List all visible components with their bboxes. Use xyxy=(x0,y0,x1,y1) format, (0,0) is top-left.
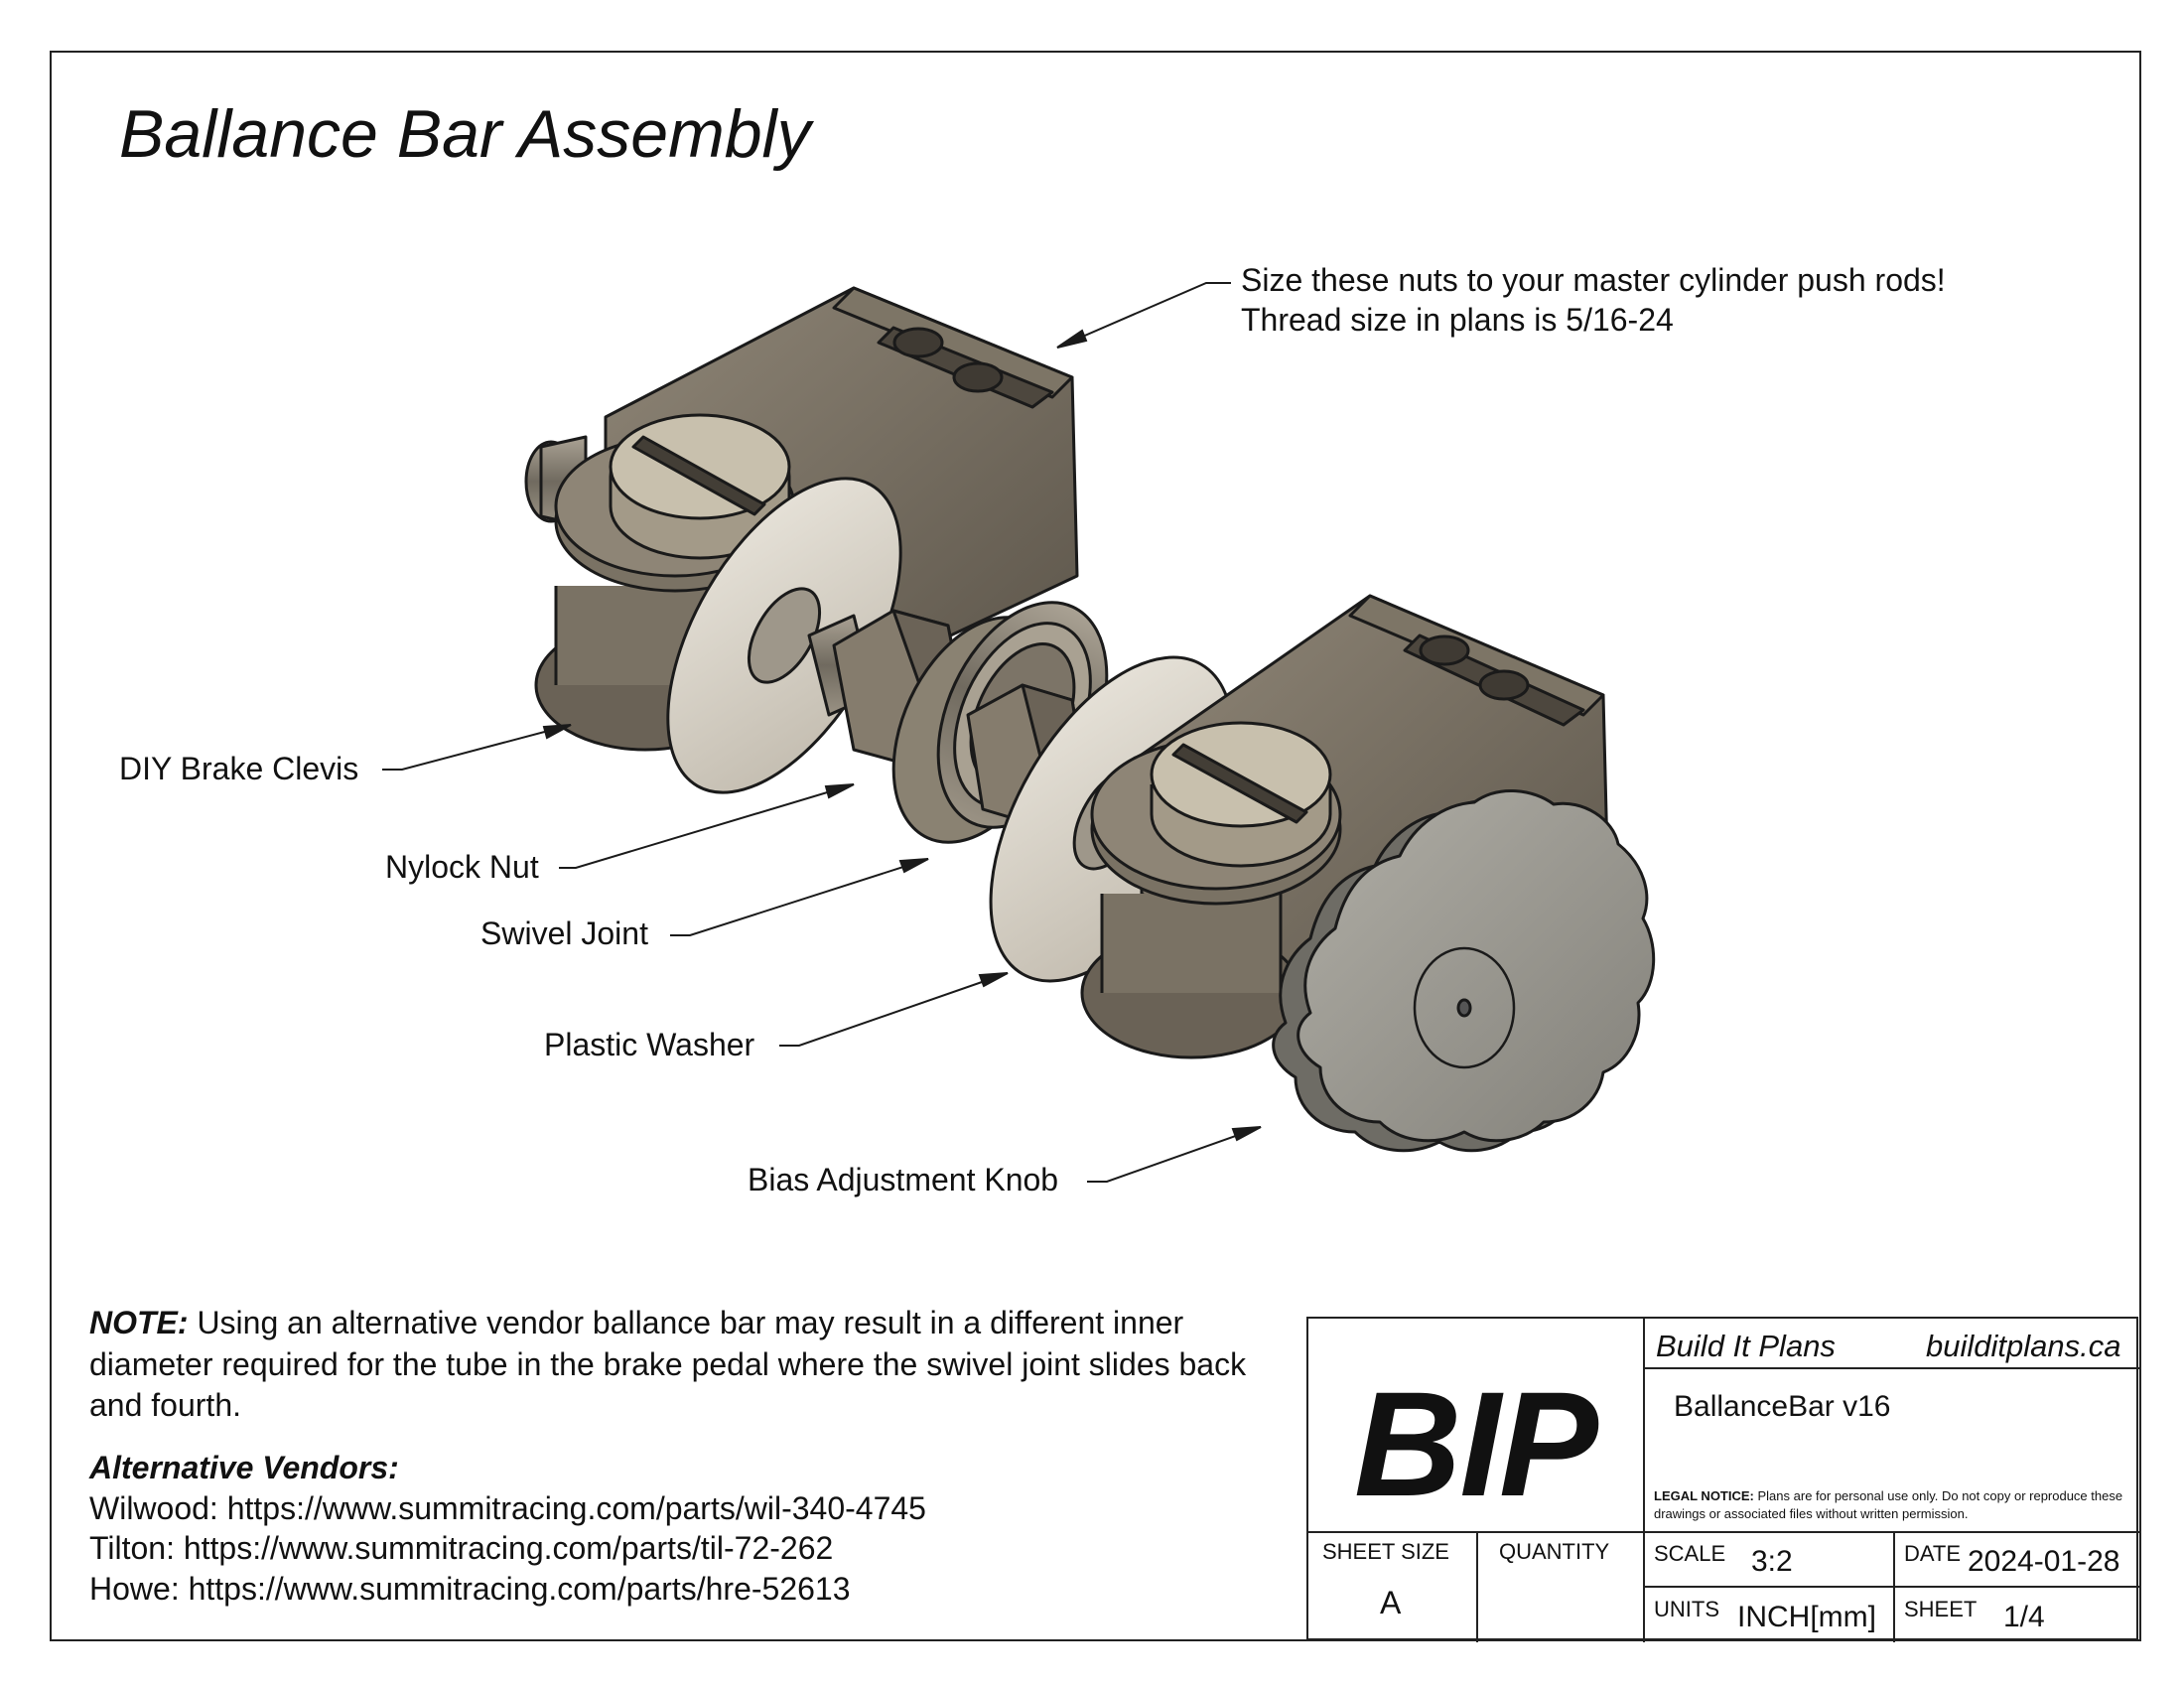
callout-nuts: Size these nuts to your master cylinder … xyxy=(1241,260,1946,340)
label-diy-brake-clevis: DIY Brake Clevis xyxy=(119,751,359,786)
callout-nuts-line1: Size these nuts to your master cylinder … xyxy=(1241,262,1946,298)
vendor-heading: Alternative Vendors: xyxy=(89,1450,399,1485)
vendor-item-wilwood: Wilwood: https://www.summitracing.com/pa… xyxy=(89,1489,926,1526)
vendor-item-tilton: Tilton: https://www.summitracing.com/par… xyxy=(89,1530,834,1567)
sheet-value: 1/4 xyxy=(2003,1601,2045,1633)
leader-washer xyxy=(779,972,1009,1047)
sheet-size-value: A xyxy=(1380,1585,1402,1620)
leader-clevis xyxy=(382,724,572,771)
label-nylock-nut: Nylock Nut xyxy=(385,849,539,885)
note-text: Using an alternative vendor ballance bar… xyxy=(89,1305,1247,1424)
title-block: BIP Build It Plans builditplans.ca Balla… xyxy=(1306,1317,2140,1642)
company-website: builditplans.ca xyxy=(1926,1329,2121,1363)
vendor-list: Alternative Vendors: Wilwood: https://ww… xyxy=(89,1448,926,1610)
sheet-label: SHEET xyxy=(1904,1597,1978,1621)
note-paragraph: NOTE: Using an alternative vendor ballan… xyxy=(89,1303,1271,1427)
label-swivel-joint: Swivel Joint xyxy=(480,915,648,951)
company-name: Build It Plans xyxy=(1656,1329,1836,1363)
bip-logo: BIP xyxy=(1354,1360,1598,1527)
leader-knob xyxy=(1087,1126,1262,1183)
units-value: INCH[mm] xyxy=(1737,1601,1876,1633)
title-block-grid xyxy=(1308,1319,2140,1642)
part-name: BallanceBar v16 xyxy=(1674,1390,1891,1423)
scale-label: SCALE xyxy=(1654,1541,1726,1566)
bias-knob xyxy=(1272,789,1656,1153)
legal-text: Plans are for personal use only. Do not … xyxy=(1654,1488,2123,1521)
note-heading: NOTE: xyxy=(89,1305,189,1340)
leader-nylock xyxy=(559,783,855,869)
date-label: DATE xyxy=(1904,1541,1962,1566)
callout-nuts-line2: Thread size in plans is 5/16-24 xyxy=(1241,302,1674,338)
drawing-border xyxy=(50,51,2141,1641)
date-value: 2024-01-28 xyxy=(1968,1545,2120,1578)
legal-notice: LEGAL NOTICE: Plans are for personal use… xyxy=(1654,1487,2140,1522)
label-plastic-washer: Plastic Washer xyxy=(544,1027,755,1062)
leader-nuts xyxy=(1056,282,1231,349)
sheet-size-label: SHEET SIZE xyxy=(1322,1539,1449,1564)
label-bias-adjustment-knob: Bias Adjustment Knob xyxy=(748,1162,1059,1197)
legal-heading: LEGAL NOTICE: xyxy=(1654,1488,1754,1503)
quantity-label: QUANTITY xyxy=(1499,1539,1610,1564)
scale-value: 3:2 xyxy=(1751,1545,1793,1578)
leader-swivel xyxy=(670,858,929,936)
drawing-title: Ballance Bar Assembly xyxy=(119,96,811,172)
vendor-item-howe: Howe: https://www.summitracing.com/parts… xyxy=(89,1570,851,1607)
units-label: UNITS xyxy=(1654,1597,1719,1621)
